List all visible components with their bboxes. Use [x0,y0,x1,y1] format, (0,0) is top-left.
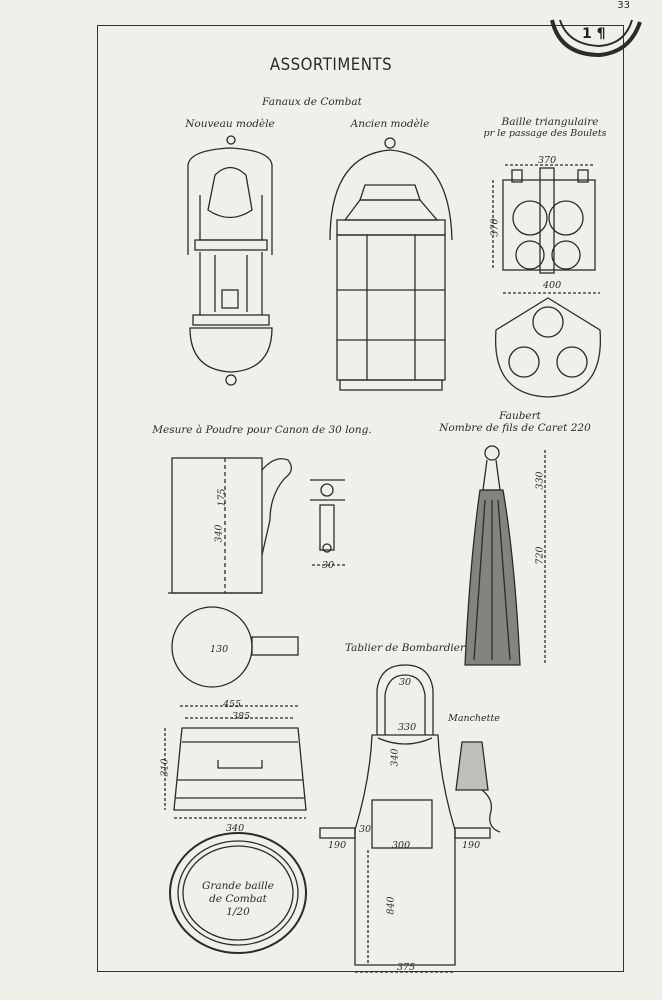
tablier-bombardier [319,664,491,973]
lantern-ancien-modele [329,137,453,391]
dim-tablier-right: 190 [462,840,481,851]
dim-tablier-top: 30 [399,677,412,688]
dim-tablier-left: 190 [328,840,347,851]
dim-tri-bottom: 400 [543,280,562,291]
manchette [455,741,501,833]
lantern-nouveau-modele [187,135,273,386]
dim-baille-top1: 455 [223,699,242,710]
caption-fanaux: Fanaux de Combat [262,96,362,108]
mesure-a-poudre [168,457,345,688]
caption-mesure-poudre: Mesure à Poudre pour Canon de 30 long. [152,424,372,436]
caption-tablier: Tablier de Bombardier [344,642,466,654]
caption-scale: 1/20 [226,906,250,918]
svg-text:1 ¶: 1 ¶ [582,26,606,42]
page-number: 33 [617,0,630,11]
dim-tablier-bottom: 375 [397,962,416,973]
dim-tablier-side: 30 [359,824,372,835]
dim-baille-top2: 385 [232,711,251,722]
caption-nouveau-modele: Nouveau modèle [185,118,275,130]
plate-title: ASSORTIMENTS [269,53,393,75]
dim-tri-top: 370 [538,155,557,166]
caption-grande-baille: Grande baille [202,880,274,892]
grande-baille [164,705,307,954]
dim-tablier-width: 330 [398,722,417,733]
dim-tablier-pocket: 300 [392,840,411,851]
dim-baille-bottom: 340 [226,823,245,834]
caption-fils-caret: Nombre de fils de Caret 220 [439,422,591,434]
caption-faubert: Faubert [499,410,541,422]
dim-mesure-circle: 130 [210,644,229,655]
faubert [464,445,546,666]
caption-baille-boulets: pr le passage des Boulets [483,128,607,139]
caption-baille-triangulaire: Baille triangulaire [501,116,599,128]
caption-de-combat: de Combat [209,893,267,905]
caption-manchette: Manchette [448,713,500,724]
baille-triangulaire [492,164,602,398]
archive-stamp: 1 ¶ [550,19,642,58]
caption-ancien-modele: Ancien modèle [350,118,430,130]
